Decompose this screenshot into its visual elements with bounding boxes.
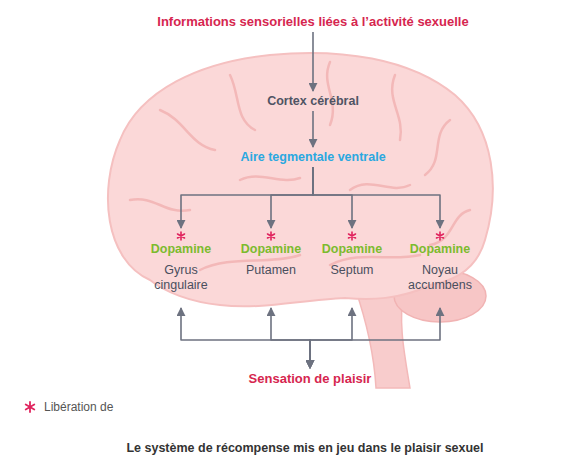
legend-text: Libération de — [44, 400, 113, 414]
flow-arrow — [310, 308, 440, 368]
neurotransmitter-label: Dopamine — [151, 242, 211, 257]
flow-arrow — [312, 32, 314, 91]
brain-region: DopaminePutamen — [229, 228, 313, 308]
flow-arrow — [181, 167, 313, 228]
legend-asterisk — [24, 401, 36, 413]
output-label: Sensation de plaisir — [220, 368, 400, 390]
region-name: Gyrus cingulaire — [139, 263, 223, 293]
brain-sulci — [130, 62, 470, 270]
region-name: Septum — [330, 263, 373, 278]
brain-region: DopamineSeptum — [310, 228, 394, 308]
neurotransmitter-label: Dopamine — [410, 242, 470, 257]
flow-label: Aire tegmentale ventrale — [240, 150, 385, 165]
flow-label: Sensation de plaisir — [249, 371, 372, 387]
flow-arrow — [312, 111, 314, 147]
figure-caption: Le système de récompense mis en jeu dans… — [60, 441, 550, 455]
brain-region: DopamineGyrus cingulaire — [139, 228, 223, 308]
cerebrum — [108, 53, 493, 306]
flow-arrow — [313, 167, 440, 228]
input-label: Informations sensorielles liées à l’acti… — [86, 12, 540, 32]
flow-arrow — [310, 308, 352, 368]
flow-label: Informations sensorielles liées à l’acti… — [157, 14, 468, 30]
region-name: Putamen — [246, 263, 296, 278]
flow-arrow — [181, 308, 310, 368]
process-label: Aire tegmentale ventrale — [198, 147, 428, 167]
legend: Libération de — [24, 400, 113, 414]
release-asterisk — [178, 232, 444, 240]
brain-region: DopamineNoyau accumbens — [398, 228, 482, 308]
neurotransmitter-label: Dopamine — [322, 242, 382, 257]
neurotransmitter-label: Dopamine — [241, 242, 301, 257]
process-label: Cortex cérébral — [243, 91, 383, 111]
flow-arrow — [271, 308, 310, 368]
region-name: Noyau accumbens — [398, 263, 482, 293]
flow-arrow — [313, 167, 352, 228]
flow-label: Cortex cérébral — [267, 94, 359, 109]
flow-arrow — [271, 167, 313, 228]
